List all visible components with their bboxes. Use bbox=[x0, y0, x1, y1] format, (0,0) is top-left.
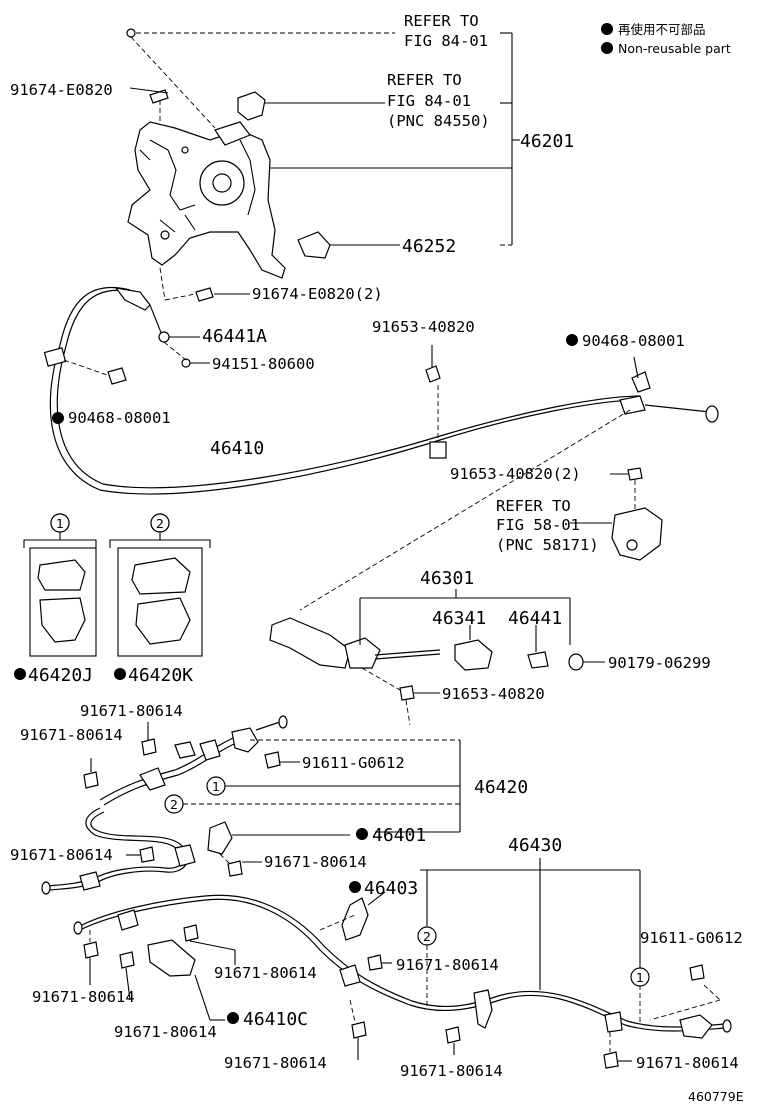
circle-two-label: 2 bbox=[170, 797, 178, 812]
clamp-j bbox=[23, 513, 97, 657]
part-label: 91671-80614 bbox=[224, 1054, 327, 1072]
part-label: 46430 bbox=[508, 835, 562, 856]
circle-one-label: 1 bbox=[212, 779, 220, 794]
circle-one-label: 1 bbox=[56, 516, 64, 531]
group-bracket-46201 bbox=[500, 32, 520, 246]
part-label: 91671-80614 bbox=[80, 702, 183, 720]
part-label: 91671-80614 bbox=[396, 956, 499, 974]
pedal-assembly bbox=[126, 28, 512, 302]
part-label: 91671-80614 bbox=[264, 853, 367, 871]
part-label: 90468-08001 bbox=[582, 332, 685, 350]
nonreusable-markers bbox=[52, 334, 578, 1024]
ref2-line3: (PNC 84550) bbox=[387, 112, 490, 130]
legend-dot-icon bbox=[601, 42, 613, 54]
legend-jp: 再使用不可部品 bbox=[618, 22, 706, 37]
part-label: 91653-40820(2) bbox=[450, 465, 581, 483]
ref2-line1: REFER TO bbox=[387, 71, 462, 89]
nonreusable-dot-icon bbox=[114, 668, 126, 680]
part-label: 91671-80614 bbox=[114, 1023, 217, 1041]
part-label: 46252 bbox=[402, 236, 456, 257]
part-label: 90179-06299 bbox=[608, 654, 711, 672]
part-label: 46410 bbox=[210, 438, 264, 459]
part-label: 94151-80600 bbox=[212, 355, 315, 373]
ref3-line1: REFER TO bbox=[496, 497, 571, 515]
part-label: 46420J bbox=[28, 665, 93, 686]
part-label: 91671-80614 bbox=[20, 726, 123, 744]
part-label: 46201 bbox=[520, 131, 574, 152]
nonreusable-dot-icon bbox=[356, 828, 368, 840]
part-label: 91611-G0612 bbox=[302, 754, 405, 772]
part-label: 46401 bbox=[372, 825, 426, 846]
ref3-line2: FIG 58-01 bbox=[496, 516, 580, 534]
part-label: 91671-80614 bbox=[636, 1054, 739, 1072]
clamp-k bbox=[109, 513, 211, 657]
nonreusable-dot-icon bbox=[14, 668, 26, 680]
part-label: 46341 bbox=[432, 608, 486, 629]
part-label: 46441 bbox=[508, 608, 562, 629]
nonreusable-dot-icon bbox=[349, 881, 361, 893]
circle-two-label: 2 bbox=[156, 516, 164, 531]
cable-46430 bbox=[73, 858, 732, 1069]
cable-lower-left bbox=[41, 807, 350, 895]
nonreusable-dot-icon bbox=[52, 412, 64, 424]
part-label: 46420 bbox=[474, 777, 528, 798]
ref1-line1: REFER TO bbox=[404, 12, 479, 30]
cable-46420 bbox=[83, 715, 461, 833]
part-label: 91653-40820 bbox=[372, 318, 475, 336]
part-label: 46403 bbox=[364, 878, 418, 899]
part-label: 46420K bbox=[128, 665, 193, 686]
circle-two-label: 2 bbox=[423, 929, 431, 944]
part-label: 91671-80614 bbox=[32, 988, 135, 1006]
part-label: 91671-80614 bbox=[400, 1062, 503, 1080]
equalizer-assembly bbox=[269, 589, 605, 726]
legend-en: Non-reusable part bbox=[618, 41, 731, 56]
ref1-line2: FIG 84-01 bbox=[404, 32, 488, 50]
part-label: 91611-G0612 bbox=[640, 929, 743, 947]
part-label: 90468-08001 bbox=[68, 409, 171, 427]
ref3-line3: (PNC 58171) bbox=[496, 536, 599, 554]
part-label: 91653-40820 bbox=[442, 685, 545, 703]
nonreusable-dot-icon bbox=[566, 334, 578, 346]
reference-labels: REFER TO FIG 84-01 REFER TO FIG 84-01 (P… bbox=[387, 12, 599, 554]
part-label: 91671-80614 bbox=[214, 964, 317, 982]
nonreusable-dot-icon bbox=[227, 1012, 239, 1024]
ref2-line2: FIG 84-01 bbox=[387, 92, 471, 110]
part-label: 46410C bbox=[243, 1009, 308, 1030]
part-label: 91674-E0820(2) bbox=[252, 285, 383, 303]
circle-one-label: 1 bbox=[636, 970, 644, 985]
legend: 再使用不可部品 Non-reusable part bbox=[601, 22, 731, 56]
front-cable bbox=[43, 286, 719, 611]
part-number-labels: 91674-E0820 46201 46252 91674-E0820(2) 4… bbox=[10, 81, 744, 1104]
part-label: 91674-E0820 bbox=[10, 81, 113, 99]
circled-numerals: 1 2 1 2 2 1 bbox=[50, 513, 650, 987]
legend-dot-icon bbox=[601, 23, 613, 35]
part-label: 46441A bbox=[202, 326, 267, 347]
part-label: 91671-80614 bbox=[10, 846, 113, 864]
figure-id: 460779E bbox=[688, 1089, 744, 1104]
part-label: 46301 bbox=[420, 568, 474, 589]
